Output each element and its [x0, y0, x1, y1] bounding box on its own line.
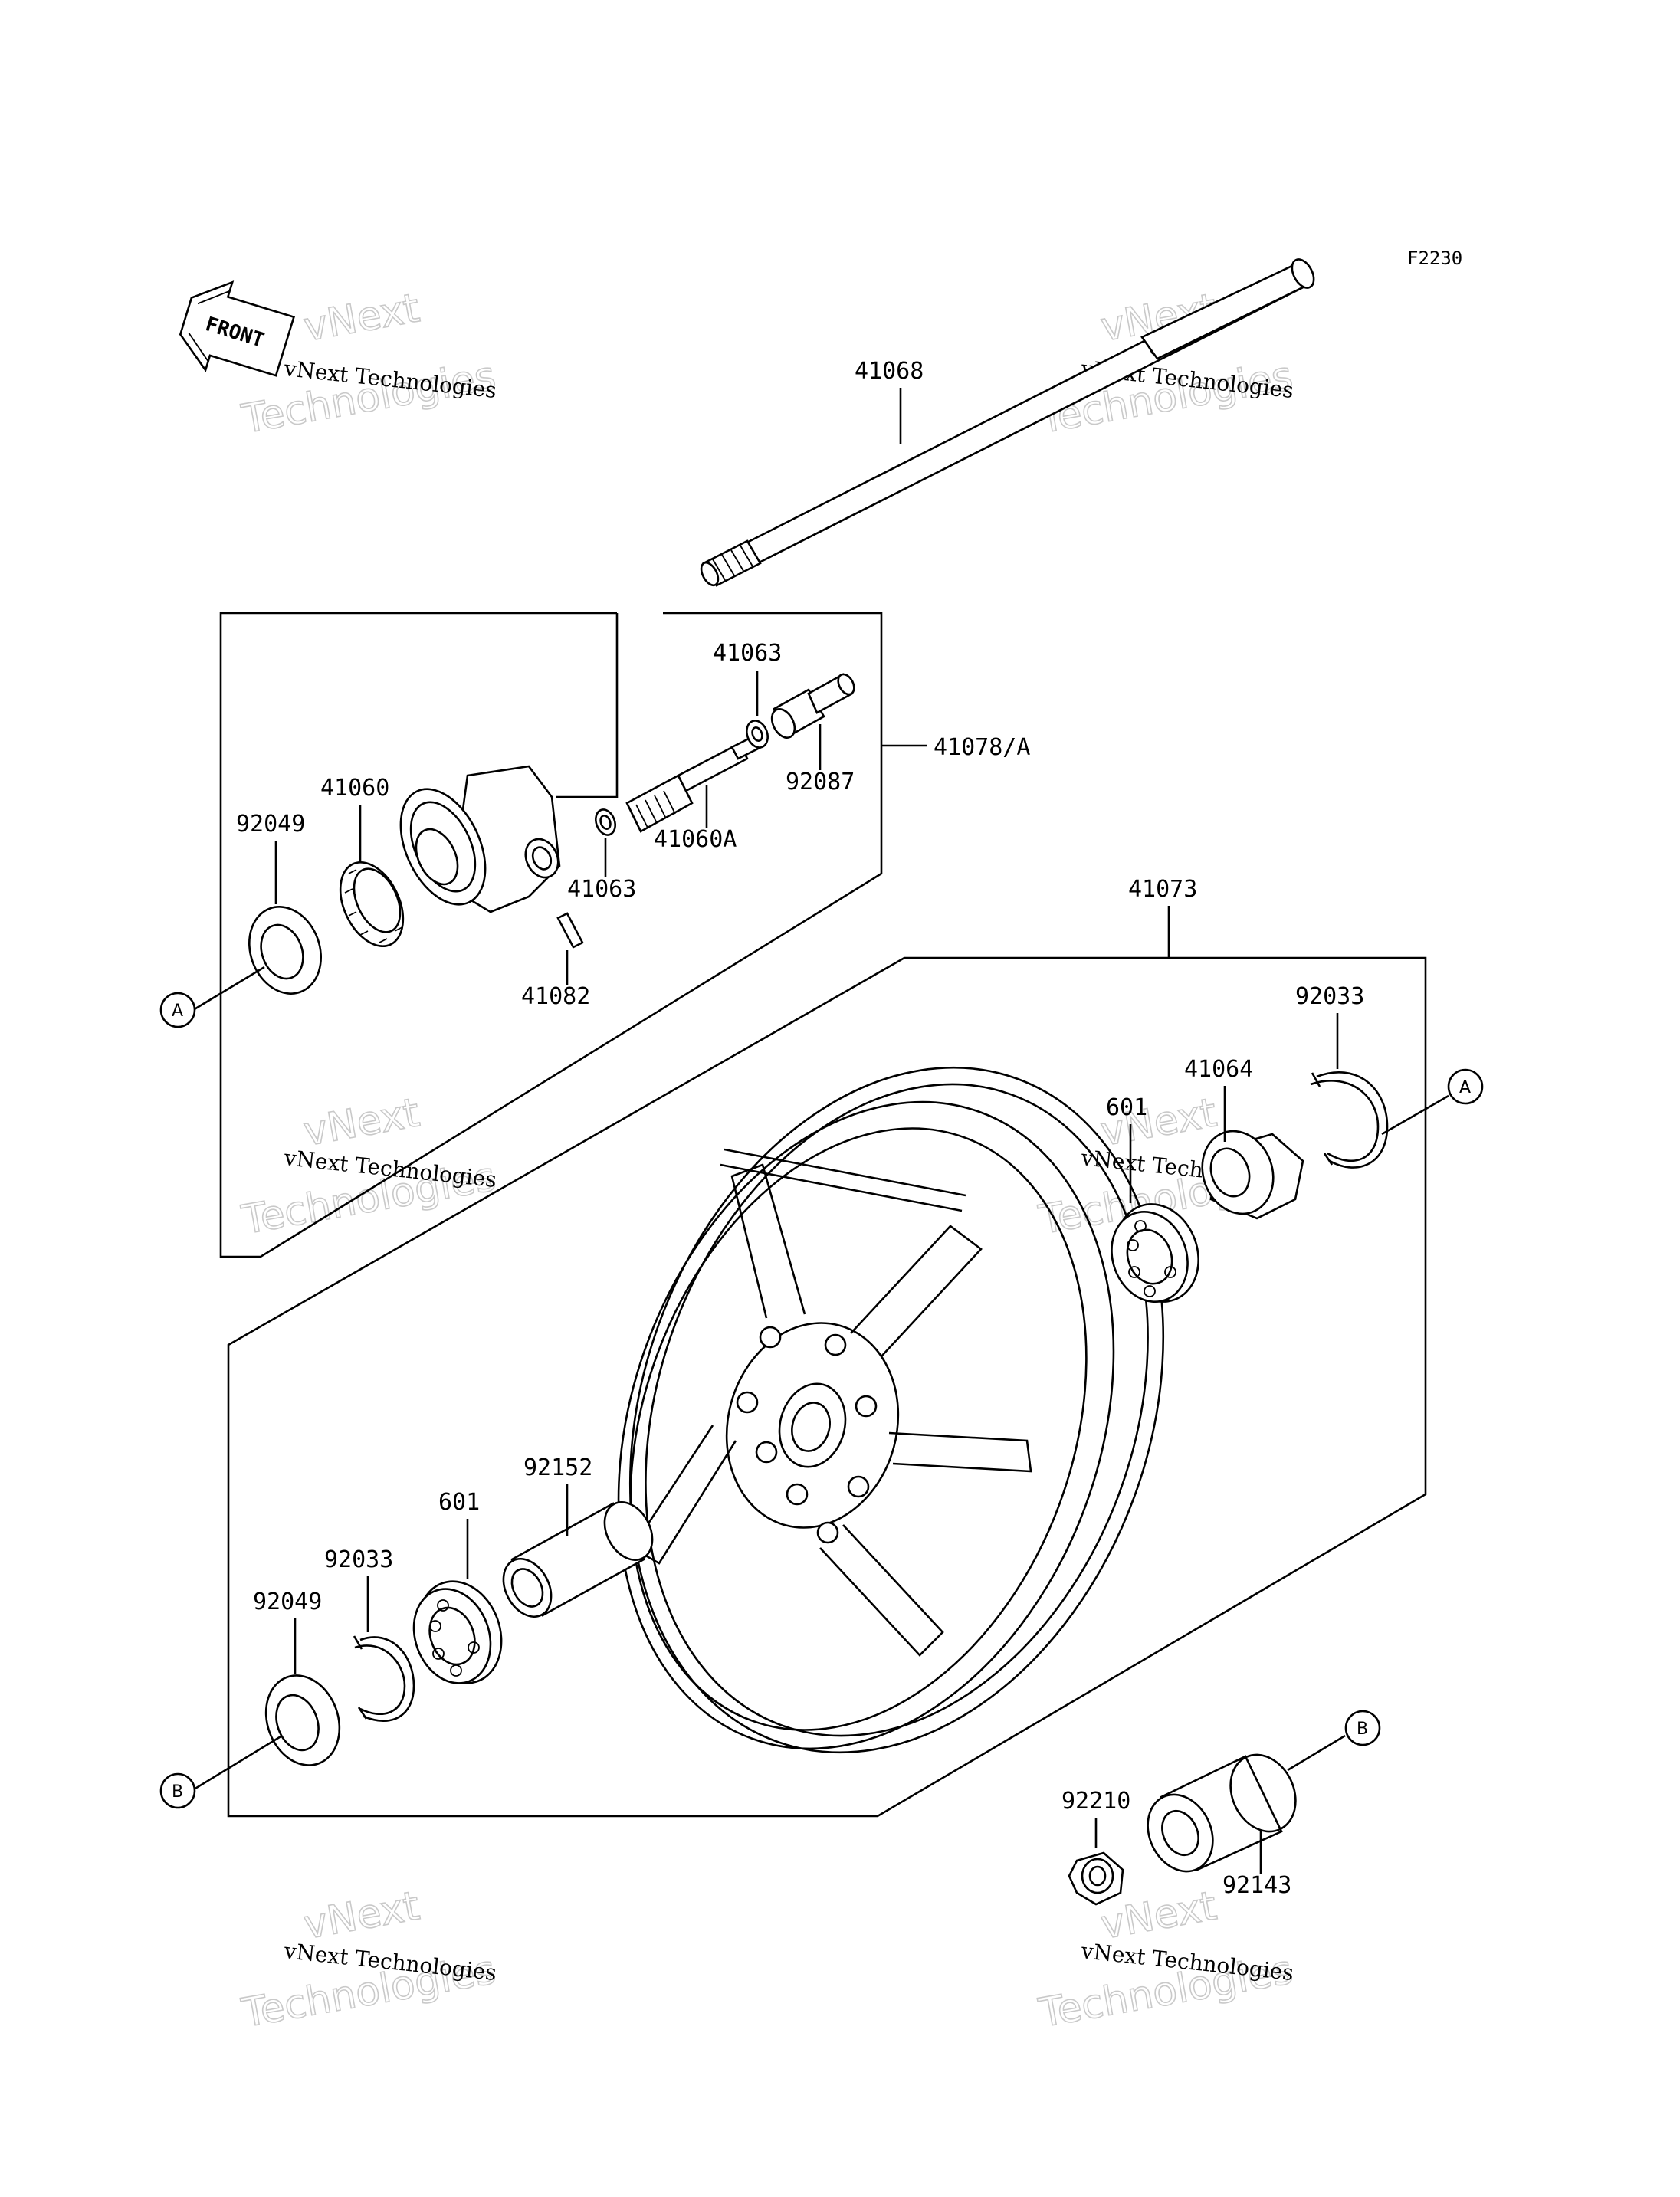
collar-92143 — [1147, 1753, 1297, 1873]
pin-41082 — [556, 912, 584, 949]
label-92152: 92152 — [523, 1454, 592, 1481]
callout-b-left: B — [159, 1772, 196, 1809]
label-92033-right: 92033 — [1295, 983, 1364, 1010]
label-41073: 41073 — [1128, 876, 1197, 903]
wheel-41073 — [617, 1066, 1165, 1754]
svg-text:vNext: vNext — [300, 1883, 423, 1948]
svg-text:B: B — [172, 1782, 183, 1802]
svg-text:vNext: vNext — [300, 1090, 423, 1155]
seal-92049-top — [248, 906, 323, 995]
label-92143: 92143 — [1222, 1872, 1291, 1899]
pinion-41060A — [625, 734, 763, 833]
label-41082: 41082 — [521, 983, 590, 1010]
svg-text:A: A — [1459, 1078, 1471, 1097]
assembly-frame-41078 — [219, 612, 883, 1258]
label-41060: 41060 — [320, 775, 389, 802]
label-92049-top: 92049 — [236, 811, 305, 838]
gear-housing — [399, 765, 561, 913]
callout-a-right: A — [1447, 1068, 1484, 1105]
svg-text:A: A — [172, 1002, 183, 1021]
label-41063-top: 41063 — [713, 640, 782, 667]
washer-41063-mid — [595, 808, 616, 836]
label-41060A: 41060A — [654, 826, 737, 853]
diagram-code: F2230 — [1407, 248, 1462, 269]
collar-92152 — [502, 1501, 654, 1618]
bushing-92087 — [770, 673, 855, 739]
seal-92049-bottom — [264, 1674, 341, 1766]
leader-callout-b-left — [193, 1734, 283, 1791]
label-41078A: 41078/A — [934, 734, 1030, 761]
bearing-601-right — [1111, 1203, 1199, 1303]
watermark-bottom-right: vNext Technologies vNext Technologies — [1035, 1883, 1297, 2038]
watermark-top-left: vNext Technologies vNext Technologies — [238, 285, 500, 444]
label-92210: 92210 — [1061, 1788, 1130, 1815]
label-41064: 41064 — [1184, 1056, 1253, 1083]
gear-plate-41064 — [1201, 1130, 1304, 1220]
bearing-601-left — [412, 1580, 503, 1684]
gear-ring-41060 — [339, 861, 405, 948]
label-601-left: 601 — [438, 1489, 480, 1516]
axle-leader — [556, 613, 619, 798]
callout-a-left: A — [159, 992, 196, 1028]
label-92049-bottom: 92049 — [253, 1589, 322, 1615]
circlip-92033-right — [1310, 1071, 1389, 1169]
assembly-frame-41073 — [227, 956, 1427, 1818]
leader-callout-a-left — [192, 966, 265, 1012]
axle-41068 — [700, 258, 1315, 587]
leader-callout-a-right — [1381, 1094, 1449, 1136]
leader-callout-b-right — [1287, 1734, 1346, 1772]
circlip-92033-left — [353, 1635, 415, 1722]
watermark-mid-left: vNext Technologies vNext Technologies — [238, 1090, 500, 1244]
callout-b-right: B — [1344, 1710, 1381, 1746]
label-41068: 41068 — [855, 358, 924, 385]
svg-text:B: B — [1357, 1720, 1368, 1739]
front-arrow-icon: FRONT — [179, 280, 296, 377]
svg-text:vNext: vNext — [300, 285, 423, 350]
label-41063-mid: 41063 — [567, 876, 636, 903]
washer-41063-top — [746, 720, 769, 749]
nut-92210 — [1068, 1851, 1124, 1906]
watermark-bottom-left: vNext Technologies vNext Technologies — [238, 1883, 500, 2038]
label-92087: 92087 — [786, 769, 855, 795]
label-601-right: 601 — [1106, 1094, 1147, 1121]
label-92033-left: 92033 — [324, 1546, 393, 1573]
